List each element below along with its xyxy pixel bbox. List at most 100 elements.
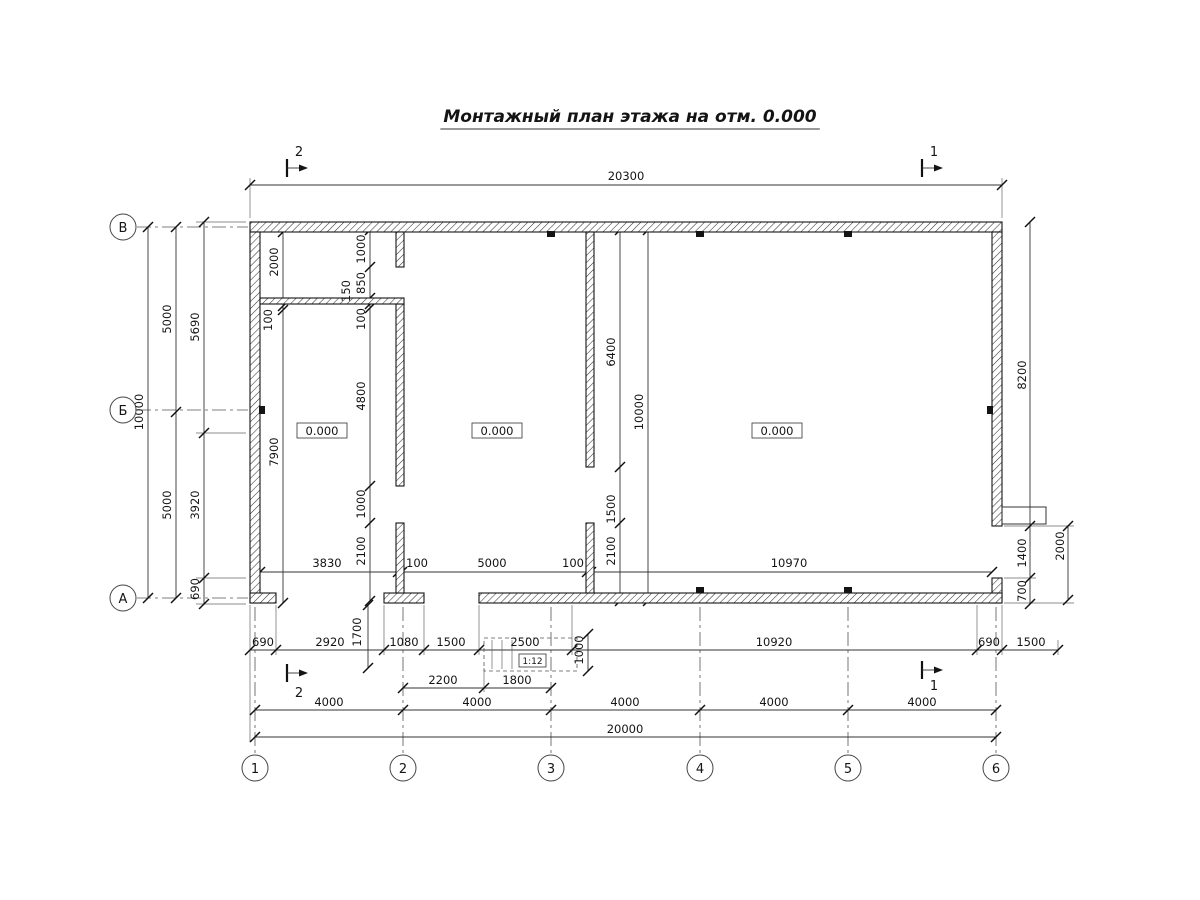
- dimension-tick: [378, 644, 390, 656]
- dimension-label: 700: [1015, 580, 1029, 602]
- dimension-label: 4000: [759, 695, 788, 709]
- ramp-label-box: [518, 653, 547, 668]
- dimension-tick: [545, 682, 557, 694]
- dimension-tick: [614, 517, 626, 529]
- dimension-tick: [418, 644, 430, 656]
- axis-bubble: [834, 754, 862, 782]
- dimension-tick: [170, 406, 182, 418]
- dimension-label: 1080: [389, 635, 418, 649]
- axis-bubble: [389, 754, 417, 782]
- level-mark-label: 0.000: [481, 424, 514, 438]
- dimension-tick: [364, 480, 376, 492]
- dimension-label: 8200: [1015, 360, 1029, 389]
- column-mark: [696, 587, 704, 593]
- dimension-tick: [364, 517, 376, 529]
- wall-segment: [249, 221, 1003, 233]
- dimension-label: 100: [261, 309, 275, 331]
- dimension-label: 1400: [1015, 538, 1029, 567]
- dimension-tick: [249, 731, 261, 743]
- section-number-label: 1: [930, 145, 938, 160]
- dimension-tick: [397, 704, 409, 716]
- dimension-tick: [478, 682, 490, 694]
- dimension-label: 10000: [632, 394, 646, 431]
- dimension-label: 5690: [188, 312, 202, 341]
- dimension-tick: [364, 595, 376, 607]
- dimension-tick: [582, 628, 594, 640]
- column-mark: [844, 231, 852, 237]
- dimension-label: 2000: [1053, 531, 1067, 560]
- section-arrow-head: [299, 669, 308, 677]
- drawing-title: Монтажный план этажа на отм. 0.000: [443, 107, 816, 127]
- axis-bubble: [241, 754, 269, 782]
- dimension-label: 1700: [350, 617, 364, 646]
- dimension-tick: [842, 704, 854, 716]
- column-mark: [259, 406, 265, 414]
- dimension-label: 2920: [315, 635, 344, 649]
- dimension-tick: [1024, 216, 1036, 228]
- axis-bubble-label: 1: [251, 762, 259, 777]
- dimension-label: 2200: [428, 673, 457, 687]
- level-mark-label: 0.000: [761, 424, 794, 438]
- axis-bubble-label: 2: [399, 762, 407, 777]
- dimension-tick: [1024, 572, 1036, 584]
- wall-segment: [249, 231, 261, 604]
- level-mark-box: [296, 422, 348, 439]
- dimension-label: 1800: [502, 673, 531, 687]
- axis-bubble: [537, 754, 565, 782]
- dimension-tick: [473, 644, 485, 656]
- dimension-tick: [1052, 644, 1064, 656]
- dimension-tick: [198, 572, 210, 584]
- dimension-label: 20000: [607, 722, 644, 736]
- dimension-tick: [990, 704, 1002, 716]
- level-mark-label: 0.000: [306, 424, 339, 438]
- dimension-label: 3920: [188, 490, 202, 519]
- dimension-tick: [971, 644, 983, 656]
- wall-segment: [991, 231, 1003, 527]
- dimension-tick: [170, 221, 182, 233]
- dimension-label: 690: [978, 635, 1000, 649]
- dimension-tick: [142, 221, 154, 233]
- column-mark: [987, 406, 993, 414]
- axis-bubble: [686, 754, 714, 782]
- dimension-tick: [1062, 520, 1074, 532]
- axis-bubble-label: В: [119, 221, 128, 236]
- wall-segment: [383, 592, 425, 604]
- dimension-label: 690: [252, 635, 274, 649]
- dimension-label: 5000: [160, 304, 174, 333]
- dimension-label: 4000: [610, 695, 639, 709]
- dimension-label: 1000: [354, 234, 368, 263]
- wall-segment: [478, 592, 1003, 604]
- dimension-label: 4800: [354, 381, 368, 410]
- dimension-label: 1000: [572, 635, 586, 664]
- dimension-tick: [996, 644, 1008, 656]
- dimension-tick: [270, 644, 282, 656]
- dimension-tick: [614, 461, 626, 473]
- axis-bubble: [109, 213, 137, 241]
- dimension-label: 7900: [267, 437, 281, 466]
- dimension-label: 2100: [354, 536, 368, 565]
- dimension-tick: [1024, 598, 1036, 610]
- dimension-label: 20300: [608, 169, 645, 183]
- axis-bubble: [109, 396, 137, 424]
- dimension-tick: [277, 597, 289, 609]
- dimension-label: 150: [339, 280, 353, 302]
- dimension-tick: [582, 665, 594, 677]
- dimension-label: 4000: [907, 695, 936, 709]
- dimension-tick: [694, 704, 706, 716]
- dimension-tick: [198, 216, 210, 228]
- wall-segment: [249, 592, 277, 604]
- ramp-slope-label: 1:12: [522, 657, 542, 667]
- dimension-tick: [249, 704, 261, 716]
- dimension-tick: [990, 731, 1002, 743]
- dimension-tick: [362, 599, 374, 611]
- dimension-label: 5000: [477, 556, 506, 570]
- dimension-label: 100: [562, 556, 584, 570]
- section-arrow-head: [299, 164, 308, 172]
- dimension-tick: [397, 682, 409, 694]
- wall-segment: [395, 522, 405, 594]
- dimension-tick: [362, 662, 374, 674]
- level-mark-box: [751, 422, 803, 439]
- section-number-label: 2: [295, 145, 303, 160]
- axis-bubble-label: 4: [696, 762, 704, 777]
